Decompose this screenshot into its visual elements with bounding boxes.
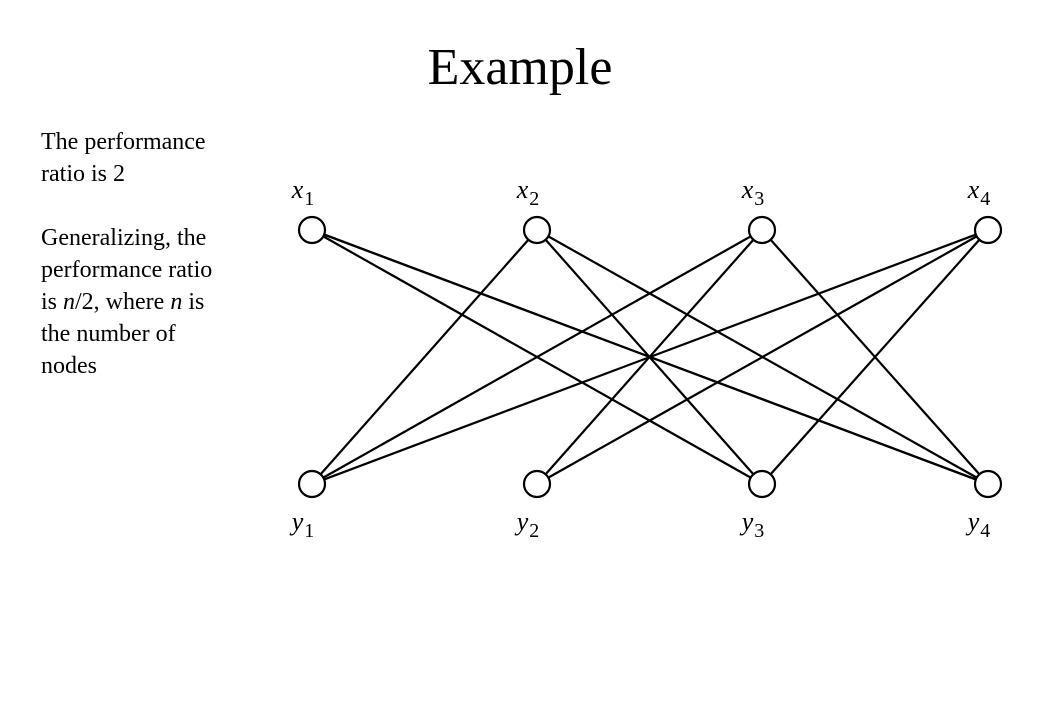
node-subscript: 3 [754, 188, 764, 210]
text-fragment: is [41, 289, 64, 315]
node-label-x1: x1 [291, 175, 315, 210]
node-label-y2: y2 [514, 507, 540, 542]
node-x4 [973, 215, 1003, 245]
node-y3 [747, 469, 777, 499]
text-fragment: the number of [41, 321, 176, 347]
node-subscript: 4 [980, 188, 990, 210]
node-x2 [522, 215, 552, 245]
node-label-y3: y3 [739, 507, 765, 542]
node-subscript: 3 [754, 520, 764, 542]
node-variable: x [741, 175, 754, 204]
edge-x4-y2 [547, 235, 978, 479]
text-fragment: is [182, 289, 205, 315]
text-line: ratio is 2 [41, 161, 125, 187]
slide-title: Example [427, 39, 613, 96]
node-variable: x [967, 175, 980, 204]
node-label-y4: y4 [965, 507, 991, 542]
node-subscript: 4 [980, 520, 990, 542]
node-label-y1: y1 [289, 507, 315, 542]
text-line: is n/2, where n is [41, 286, 281, 318]
generalization-statement: Generalizing, the performance ratio is n/2… [41, 222, 281, 382]
edge-x4-y3 [769, 238, 981, 476]
performance-ratio-statement: The performance ratio is 2 [41, 126, 281, 190]
node-subscript: 1 [304, 188, 314, 210]
nodes-layer [297, 215, 1003, 499]
node-variable: y [965, 507, 980, 536]
text-line: the number of [41, 318, 281, 350]
node-variable: x [291, 175, 304, 204]
edge-x2-y1 [319, 239, 530, 475]
text-fragment: /2, where [75, 289, 171, 315]
node-subscript: 1 [304, 520, 314, 542]
edges-layer [319, 233, 981, 481]
node-variable: y [289, 507, 304, 536]
math-variable: n [170, 289, 183, 315]
edge-x4-y1 [323, 233, 977, 481]
node-label-x3: x3 [741, 175, 765, 210]
text-line: performance ratio [41, 254, 281, 286]
node-subscript: 2 [529, 520, 539, 542]
node-x3 [747, 215, 777, 245]
node-variable: y [739, 507, 754, 536]
node-y2 [522, 469, 552, 499]
text-line: The performance [41, 129, 206, 155]
node-variable: y [514, 507, 529, 536]
edge-x3-y1 [322, 235, 752, 479]
explanation-text: The performance ratio is 2 Generalizing, … [41, 126, 281, 382]
text-fragment: nodes [41, 353, 97, 379]
node-variable: x [516, 175, 529, 204]
text-fragment: Generalizing, the [41, 225, 207, 251]
node-y1 [297, 469, 327, 499]
math-variable: n [63, 289, 76, 315]
node-subscript: 2 [529, 188, 539, 210]
node-label-x4: x4 [967, 175, 991, 210]
text-line: Generalizing, the [41, 222, 281, 254]
node-x1 [297, 215, 327, 245]
node-y4 [973, 469, 1003, 499]
node-label-x2: x2 [516, 175, 540, 210]
text-line: nodes [41, 350, 281, 382]
text-fragment: performance ratio [41, 257, 213, 283]
